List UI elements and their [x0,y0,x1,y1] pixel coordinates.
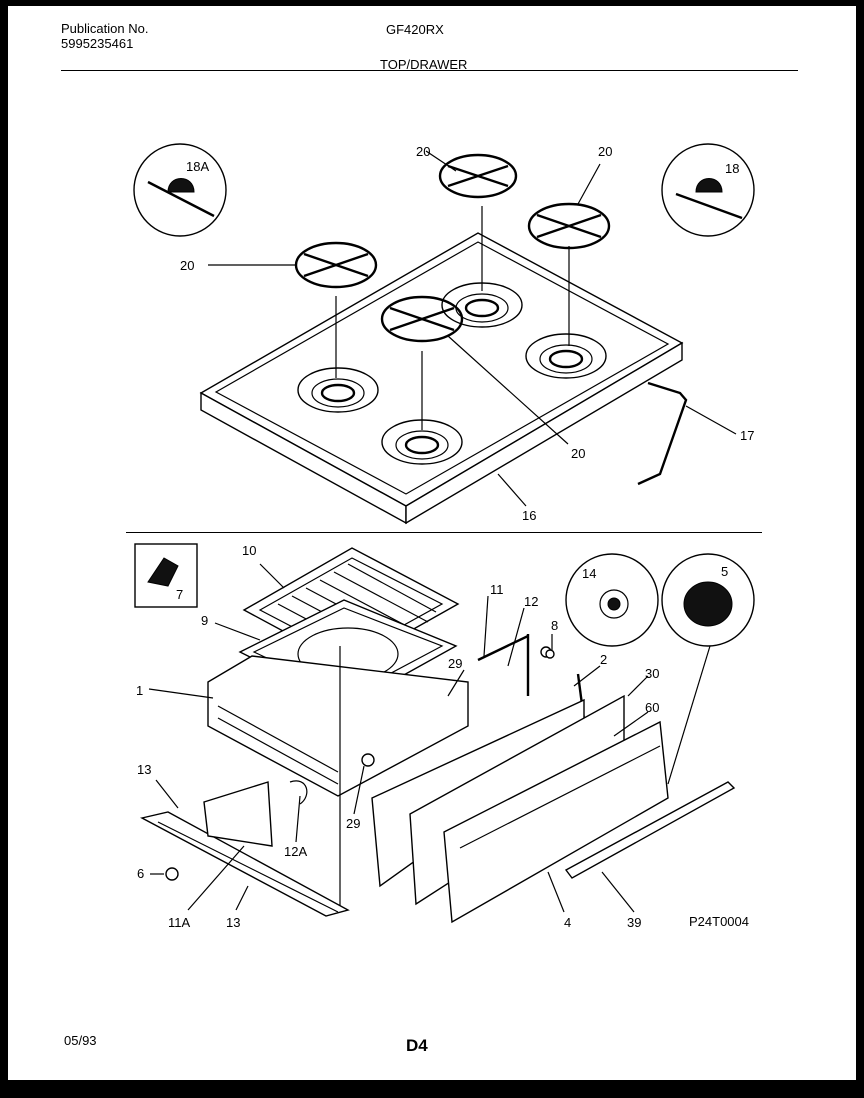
leader-line [507,607,525,667]
leader-line [214,622,261,641]
callout-13: 13 [226,915,240,930]
callout-7: 7 [176,587,183,602]
screw [361,753,375,767]
model-number: GF420RX [386,22,444,37]
detail-circle [133,143,227,237]
parts-sheet: Publication No. 5995235461 GF420RX TOP/D… [8,6,856,1080]
callout-14: 14 [582,566,596,581]
leader-line [425,150,457,172]
page-number: D4 [406,1036,428,1055]
callout-5: 5 [721,564,728,579]
diagram-code: P24T0004 [689,914,749,929]
detail-circle [565,553,659,647]
screw [545,649,555,659]
spring-clip [289,780,308,805]
header-rule [61,70,798,71]
nut [165,867,179,881]
drawer-front [443,720,669,924]
leader-line [295,795,301,843]
callout-20: 20 [598,144,612,159]
leader-line [187,845,245,911]
callout-29: 29 [346,816,360,831]
burner-bowl [525,333,607,379]
cooktop [199,232,684,525]
callout-13: 13 [137,762,151,777]
callout-17: 17 [740,428,754,443]
callout-11: 11 [490,582,504,597]
drawer-trim [564,781,736,879]
leader-line [497,473,527,507]
callout-12A: 12A [284,844,307,859]
leader-line [601,871,635,913]
callout-1: 1 [136,683,143,698]
section-title: TOP/DRAWER [380,57,468,72]
bracket [477,634,529,662]
burner-bowl [381,419,463,465]
callout-18A: 18A [186,159,209,174]
publication-label: Publication No. [61,21,149,36]
burner-grate [527,202,611,250]
callout-9: 9 [201,613,208,628]
leader-line [155,779,179,809]
burner-grate [294,241,378,289]
callout-18: 18 [725,161,739,176]
leader-line [235,885,249,911]
leader-line [259,563,285,589]
drawer-body [207,655,469,797]
leader-line [148,688,214,699]
bracket [637,381,688,486]
leader-line [547,871,565,913]
section-divider [126,532,762,533]
leader-line [685,405,737,435]
leader-line [483,595,489,657]
callout-12: 12 [524,594,538,609]
detail-box [134,543,198,608]
bracket [203,781,273,847]
callout-29: 29 [448,656,462,671]
callout-20: 20 [416,144,430,159]
callout-39: 39 [627,915,641,930]
leader-line [627,675,649,697]
footer-date: 05/93 [64,1033,97,1048]
leader-line [667,645,711,785]
callout-20: 20 [571,446,585,461]
drawer-rail [140,811,350,917]
callout-60: 60 [645,700,659,715]
leader-line [577,163,601,205]
burner-grate [380,295,464,343]
callout-2: 2 [600,652,607,667]
leader-line [573,665,601,687]
leader-line [613,711,649,737]
leader-line [353,765,365,815]
callout-6: 6 [137,866,144,881]
callout-8: 8 [551,618,558,633]
leader-line [447,669,465,697]
burner-bowl [297,367,379,413]
callout-10: 10 [242,543,256,558]
callout-11A: 11A [168,915,190,930]
burner-grate [438,153,518,199]
publication-number: 5995235461 [61,36,134,51]
exploded-parts-diagram: 18A 18 20 20 20 20 17 16 7 10 9 1 11 12 … [133,143,755,930]
detail-circle [661,143,755,237]
callout-30: 30 [645,666,659,681]
detail-circle [661,553,755,647]
callout-20: 20 [180,258,194,273]
leader-line [447,335,569,445]
callout-16: 16 [522,508,536,523]
callout-4: 4 [564,915,571,930]
